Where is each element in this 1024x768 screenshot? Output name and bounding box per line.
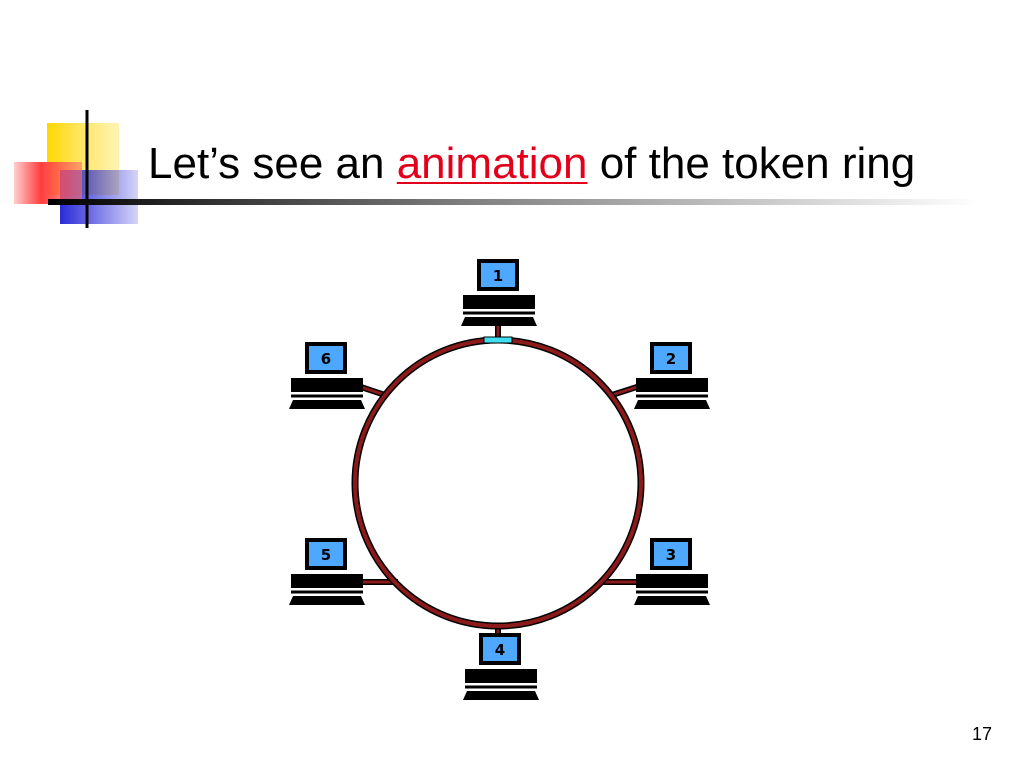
slide-number: 17 [971, 724, 992, 744]
keyboard-base-icon [289, 596, 365, 605]
station-3: 3 [634, 538, 710, 605]
keyboard-base-icon [289, 400, 365, 409]
station-4: 4 [463, 633, 539, 700]
station-label: 5 [321, 546, 331, 564]
title-underline-bar [48, 199, 978, 205]
monitor-screen [309, 346, 343, 370]
keyboard-base-icon [634, 400, 710, 409]
keyboard-base-icon [634, 596, 710, 605]
monitor-screen [654, 542, 688, 566]
title-decoration [14, 110, 138, 228]
station-2: 2 [634, 342, 710, 409]
monitor-screen [309, 542, 343, 566]
red-block [14, 162, 82, 204]
station-label: 2 [666, 350, 676, 368]
computer-base-icon [465, 669, 537, 683]
computer-base-icon [463, 295, 535, 309]
ring-connector [611, 384, 641, 397]
ring-cable [353, 338, 643, 628]
station-label: 4 [495, 641, 505, 659]
computer-base-icon [291, 378, 363, 392]
monitor-screen [483, 637, 517, 661]
station-6: 6 [289, 342, 365, 409]
station-5: 5 [289, 538, 365, 605]
station-1: 1 [461, 259, 537, 326]
computer-base-icon [636, 574, 708, 588]
title-prefix: Let’s see an [148, 139, 397, 188]
monitor-screen [481, 263, 515, 287]
slide-title: Let’s see an animation of the token ring [148, 136, 915, 192]
keyboard-base-icon [461, 317, 537, 326]
animation-link[interactable]: animation [396, 139, 588, 188]
token-marker [483, 336, 513, 344]
computer-base-icon [636, 378, 708, 392]
title-suffix: of the token ring [587, 139, 916, 188]
station-label: 1 [493, 267, 503, 285]
station-label: 3 [666, 546, 676, 564]
monitor-screen [654, 346, 688, 370]
station-label: 6 [321, 350, 331, 368]
keyboard-base-icon [463, 691, 539, 700]
computer-base-icon [291, 574, 363, 588]
